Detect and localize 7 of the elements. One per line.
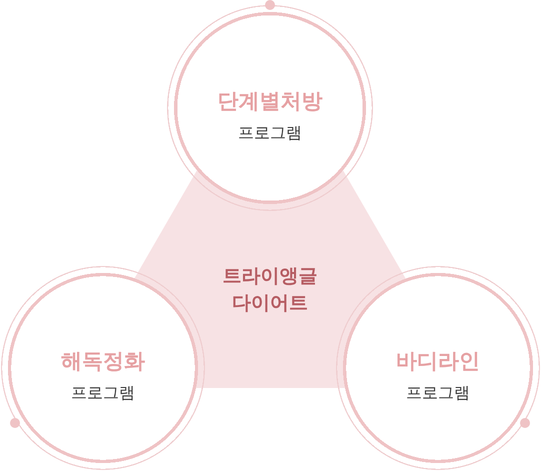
program-title: 바디라인 <box>396 348 480 374</box>
program-subtitle: 프로그램 <box>406 383 470 403</box>
program-subtitle: 프로그램 <box>238 123 302 143</box>
program-title: 해독정화 <box>61 348 145 374</box>
center-label: 트라이앵글 다이어트 <box>222 264 318 316</box>
program-title: 단계별처방 <box>218 88 322 114</box>
program-subtitle: 프로그램 <box>71 383 135 403</box>
